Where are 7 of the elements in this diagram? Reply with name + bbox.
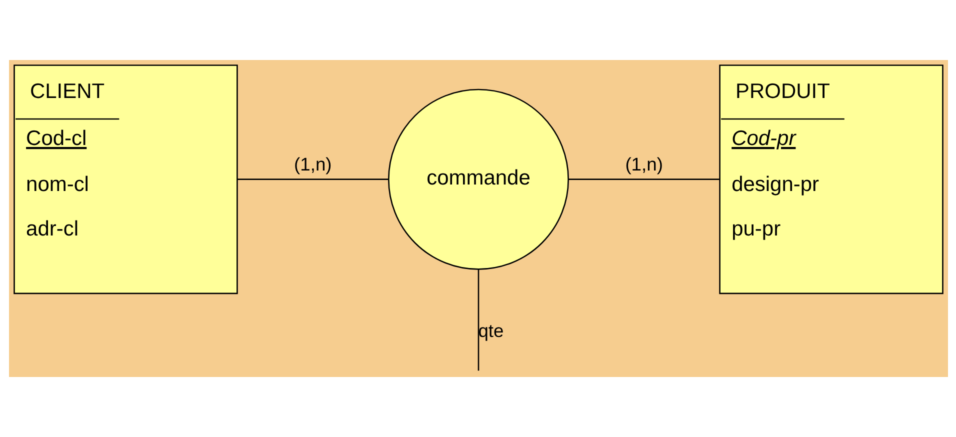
edge-label: qte <box>478 320 504 341</box>
connector <box>477 270 479 371</box>
connector <box>236 178 388 180</box>
edge-label: (1,n) <box>294 153 332 174</box>
edge-label: (1,n) <box>624 153 662 174</box>
connector <box>568 178 719 180</box>
node-circle: commande <box>388 88 568 270</box>
